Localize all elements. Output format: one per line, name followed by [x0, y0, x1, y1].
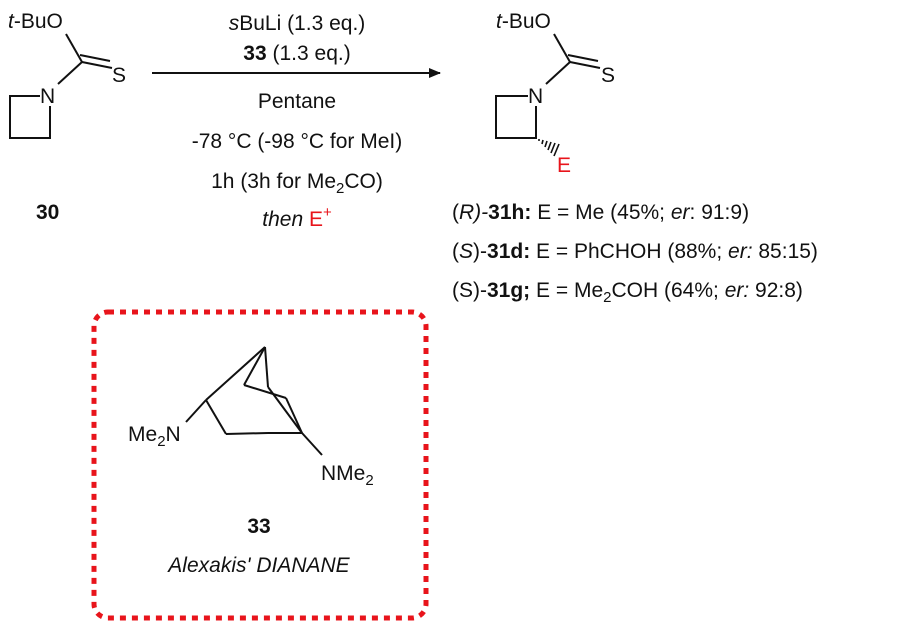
sulfur-atom: S: [112, 64, 126, 87]
o-carbon-bond: [553, 33, 571, 63]
condition-base: sBuLi (1.3 eq.): [229, 12, 366, 35]
carbon-nitrogen-bond: [57, 61, 83, 85]
results-list: (R)-31h: E = Me (45%; er: 91:9) (S)-31d:…: [452, 201, 818, 306]
o-carbon-bond: [65, 33, 83, 63]
product-31: t-BuO S N E: [495, 10, 615, 177]
condition-temperature: -78 °C (-98 °C for MeI): [192, 130, 403, 153]
result-31g: (S)-31g; E = Me2COH (64%; er: 92:8): [452, 279, 803, 306]
compound-label-30: 30: [36, 201, 59, 224]
condition-time: 1h (3h for Me2CO): [211, 170, 383, 197]
ligand-box: Me2N NMe2 33 Alexakis' DIANANE: [91, 309, 429, 621]
nitrogen-atom: N: [528, 85, 543, 108]
sulfur-atom: S: [601, 64, 615, 87]
tbuo-label: t-BuO: [496, 10, 551, 33]
condition-electrophile: then E+: [262, 204, 332, 231]
azetidine-ring: [495, 95, 537, 139]
compound-label-33: 33: [247, 515, 270, 538]
thiocarbonyl-bond-b: [567, 54, 599, 62]
carbon-nitrogen-bond: [545, 61, 571, 85]
ligand-name: Alexakis' DIANANE: [166, 554, 350, 577]
starting-material-30: t-BuO S N 30: [8, 10, 126, 224]
dianane-structure: [185, 346, 323, 456]
left-dimethylamino-group: Me2N: [128, 423, 181, 450]
thiocarbonyl-bond-a: [569, 61, 601, 69]
right-dimethylamino-group: NMe2: [321, 462, 374, 489]
tbuo-label: t-BuO: [8, 10, 63, 33]
condition-solvent: Pentane: [258, 90, 336, 113]
nitrogen-atom: N: [40, 85, 55, 108]
azetidine-ring: [9, 95, 51, 139]
reaction-conditions: sBuLi (1.3 eq.) 33 (1.3 eq.) Pentane -78…: [152, 12, 441, 231]
result-31h: (R)-31h: E = Me (45%; er: 91:9): [452, 201, 749, 224]
thiocarbonyl-bond-a: [81, 61, 113, 69]
result-31d: (S)-31d: E = PhCHOH (88%; er: 85:15): [452, 240, 818, 263]
thiocarbonyl-bond-b: [79, 54, 111, 62]
electrophile-substituent: E: [557, 154, 571, 177]
hashed-wedge-bond: [538, 139, 560, 157]
condition-ligand: 33 (1.3 eq.): [243, 42, 350, 65]
